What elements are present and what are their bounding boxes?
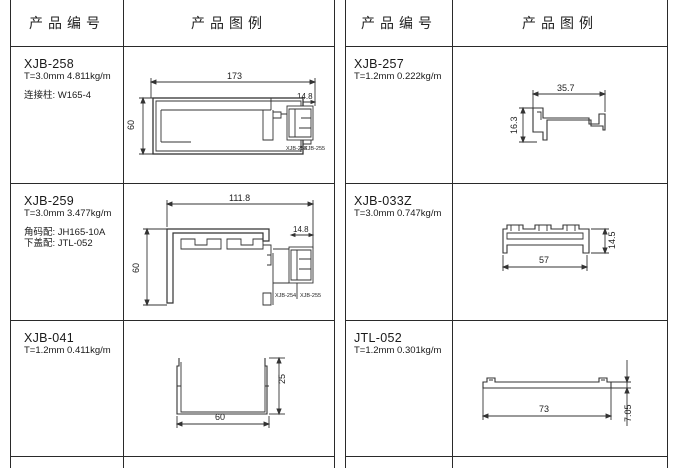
header-code: 产品编号 bbox=[29, 15, 105, 31]
product-code: JTL-052 bbox=[354, 331, 402, 345]
dimension-width: 111.8 bbox=[229, 193, 250, 203]
row-divider bbox=[11, 183, 334, 184]
left-table: 产品编号 产品图例 bbox=[10, 0, 335, 468]
product-code: XJB-033Z bbox=[354, 194, 412, 208]
product-spec: T=3.0mm 0.747kg/m bbox=[354, 208, 442, 219]
product-info: XJB-041 T=1.2mm 0.411kg/m bbox=[24, 332, 111, 357]
row-divider bbox=[346, 456, 667, 457]
product-code: XJB-257 bbox=[354, 57, 405, 71]
product-info: XJB-259 T=3.0mm 3.477kg/m 角码配: JH165-10A… bbox=[24, 195, 111, 249]
accessory-tag: XJB-255 bbox=[304, 146, 325, 152]
row-divider bbox=[346, 183, 667, 184]
product-info: JTL-052 T=1.2mm 0.301kg/m bbox=[354, 332, 441, 357]
dimension-width: 60 bbox=[215, 412, 225, 422]
profile-drawing-xjb-041: 25 60 bbox=[175, 356, 287, 428]
accessory-tag: XJB-255 bbox=[300, 293, 321, 299]
dimension-height: 60 bbox=[126, 120, 136, 130]
header-figure: 产品图例 bbox=[522, 15, 598, 31]
dimension-width: 57 bbox=[539, 255, 549, 265]
product-info: XJB-033Z T=3.0mm 0.747kg/m bbox=[354, 195, 441, 220]
header-figure: 产品图例 bbox=[191, 15, 267, 31]
product-note: 角码配: JH165-10A bbox=[24, 227, 106, 238]
dimension-height: 16.3 bbox=[509, 116, 519, 134]
dimension-small: 14.8 bbox=[297, 92, 313, 101]
product-spec: T=1.2mm 0.301kg/m bbox=[354, 345, 442, 356]
dimension-small: 14.8 bbox=[293, 225, 309, 234]
accessory-tag: XJB-254 bbox=[275, 293, 296, 299]
row-divider bbox=[11, 456, 334, 457]
product-note: 下盖配: JTL-052 bbox=[24, 238, 93, 249]
profile-drawing-xjb-259: 111.8 60 14.8 XJB-254 XJB-255 bbox=[131, 193, 321, 307]
product-spec: T=1.2mm 0.222kg/m bbox=[354, 71, 442, 82]
dimension-height: 14.5 bbox=[607, 231, 617, 249]
column-divider bbox=[452, 0, 453, 468]
header-code: 产品编号 bbox=[361, 15, 437, 31]
dimension-width: 35.7 bbox=[557, 83, 575, 93]
product-spec: T=3.0mm 4.811kg/m bbox=[24, 71, 111, 82]
dimension-height: 60 bbox=[131, 263, 141, 273]
right-table: 产品编号 产品图例 bbox=[345, 0, 668, 468]
row-divider bbox=[346, 46, 667, 47]
profile-drawing-xjb-033z: 14.5 57 bbox=[501, 224, 617, 271]
row-divider bbox=[11, 320, 334, 321]
dimension-width: 173 bbox=[227, 71, 242, 81]
accessory-tag: XJB-256 bbox=[286, 146, 307, 152]
product-note: 连接柱: W165-4 bbox=[24, 90, 92, 101]
product-spec: T=1.2mm 0.411kg/m bbox=[24, 345, 111, 356]
profile-drawing-xjb-258: 173 60 14.8 XJB-256 XJB-255 bbox=[126, 71, 325, 156]
row-divider bbox=[11, 46, 334, 47]
product-info: XJB-258 T=3.0mm 4.811kg/m 连接柱: W165-4 bbox=[24, 58, 111, 101]
dimension-height: 7.05 bbox=[623, 404, 633, 422]
product-code: XJB-259 bbox=[24, 194, 75, 208]
dimension-width: 73 bbox=[539, 404, 549, 414]
profile-drawing-jtl-052: 73 7.05 bbox=[481, 360, 633, 426]
product-info: XJB-257 T=1.2mm 0.222kg/m bbox=[354, 58, 441, 83]
row-divider bbox=[346, 320, 667, 321]
column-divider bbox=[123, 0, 124, 468]
product-code: XJB-041 bbox=[24, 331, 75, 345]
profile-drawing-xjb-257: 35.7 16.3 bbox=[509, 83, 607, 144]
product-spec: T=3.0mm 3.477kg/m bbox=[24, 208, 112, 219]
product-code: XJB-258 bbox=[24, 57, 75, 71]
dimension-height: 25 bbox=[277, 374, 287, 384]
